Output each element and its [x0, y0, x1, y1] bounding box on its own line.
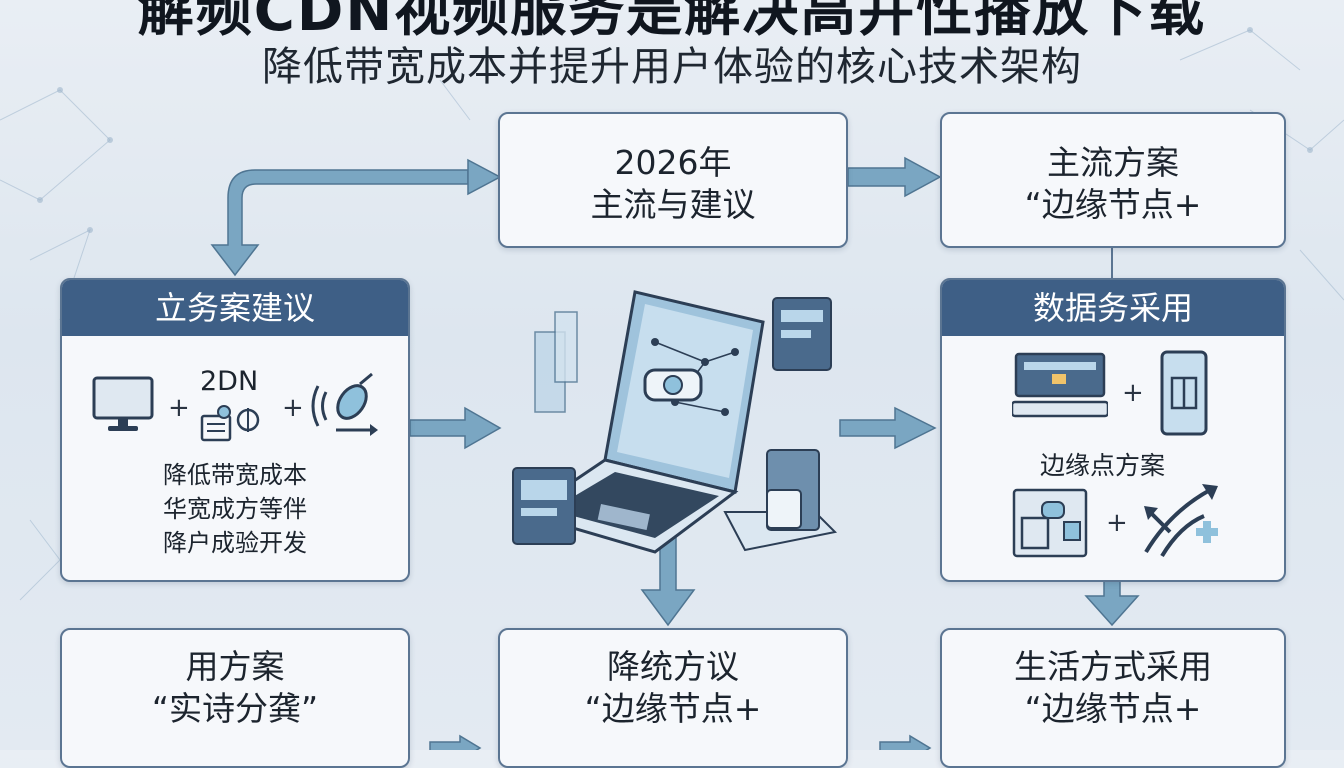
node-reduce-plan: 降统方议 “边缘节点+	[498, 628, 848, 768]
cdn-label: 2DN	[200, 366, 259, 397]
laptop-network-icon	[512, 290, 838, 554]
left-panel-text: 降低带宽成本 华宽成方等伴 降户成验开发	[60, 458, 410, 560]
text-line: 降户成验开发	[163, 529, 307, 557]
flowchart-icon	[1012, 488, 1088, 558]
node-line1: 2026年	[614, 143, 732, 182]
plus-sign: +	[168, 393, 190, 423]
panel-right: 数据务采用	[940, 278, 1286, 582]
node-line1: 降统方议	[607, 647, 739, 686]
page-title: 解频CDN视频服务是解决高并性播放下载	[137, 0, 1207, 44]
node-user-plan: 用方案 “实诗分龚”	[60, 628, 410, 768]
plus-sign: +	[1106, 508, 1128, 538]
node-line1: 用方案	[185, 647, 285, 686]
node-lifestyle-plan: 生活方式采用 “边缘节点+	[940, 628, 1286, 768]
mobile-device-icon	[1160, 350, 1208, 436]
plus-sign: +	[282, 393, 304, 423]
edge-node-label: 边缘点方案	[1040, 451, 1166, 480]
node-line2: 主流与建议	[590, 185, 756, 224]
node-line2: “边缘节点+	[1024, 185, 1202, 224]
text-line: 华宽成方等伴	[163, 495, 307, 523]
node-line1: 主流方案	[1047, 143, 1179, 182]
person-document-icon	[200, 405, 260, 442]
monitor-icon	[92, 376, 154, 431]
satellite-signal-icon	[311, 372, 378, 436]
plus-sign: +	[1122, 378, 1144, 408]
panel-left-header: 立务案建议	[62, 280, 408, 336]
node-line2: “边缘节点+	[584, 689, 762, 728]
panel-right-header: 数据务采用	[942, 280, 1284, 336]
node-line2: “边缘节点+	[1024, 689, 1202, 728]
page-subtitle: 降低带宽成本并提升用户体验的核心技术架构	[262, 44, 1082, 90]
node-line2: “实诗分龚”	[151, 689, 319, 728]
text-line: 降低带宽成本	[163, 461, 307, 489]
node-2026-trend: 2026年 主流与建议	[498, 112, 848, 248]
node-line1: 生活方式采用	[1014, 647, 1212, 686]
node-mainstream-plan: 主流方案 “边缘节点+	[940, 112, 1286, 248]
server-icon	[1012, 352, 1108, 418]
arrows-plus-icon	[1144, 484, 1218, 558]
